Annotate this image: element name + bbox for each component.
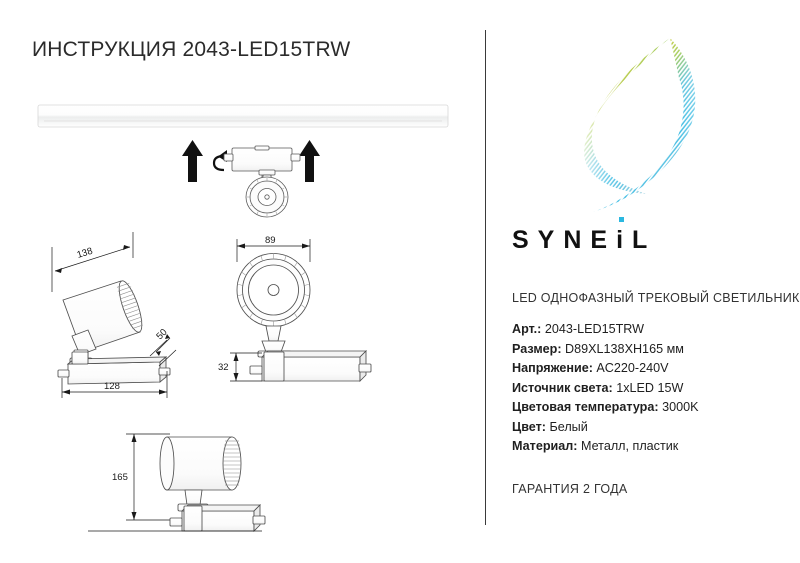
wordmark-part-1: SYNE (512, 226, 617, 254)
install-luminaire (223, 145, 301, 218)
install-arrow-up-right (299, 140, 320, 182)
track-rail (37, 104, 449, 128)
warranty-text: ГАРАНТИЯ 2 ГОДА (512, 482, 628, 496)
spec-row: Материал: Металл, пластик (512, 437, 792, 457)
spec-row: Цветовая температура: 3000K (512, 398, 792, 418)
brand-wordmark: SYNEiL (512, 217, 692, 255)
page-title: ИНСТРУКЦИЯ 2043-LED15TRW (32, 38, 351, 61)
column-divider (485, 30, 487, 525)
technical-drawings: 138 (37, 104, 449, 533)
install-arrow-up-left (182, 140, 203, 182)
view-side-horizontal: 165 (88, 433, 266, 533)
spec-row: Размер: D89XL138XH165 мм (512, 340, 792, 360)
spec-label: Источник света: (512, 380, 613, 395)
view-front: 89 (218, 235, 372, 383)
svg-text:128: 128 (104, 381, 120, 392)
install-head-ribs (247, 178, 287, 216)
svg-text:89: 89 (265, 235, 276, 246)
spec-value: 2043-LED15TRW (544, 322, 645, 336)
wordmark-dotted-i: i (616, 217, 633, 254)
spec-value: 3000K (662, 400, 699, 414)
spec-value: D89XL138XH165 мм (565, 341, 684, 356)
svg-text:32: 32 (218, 362, 229, 373)
spec-value: AC220-240V (596, 361, 669, 375)
spec-label: Цвет: (512, 419, 546, 434)
syneil-s-mark (575, 34, 725, 219)
view-side-tilted: 138 (51, 232, 177, 398)
svg-text:165: 165 (112, 472, 128, 483)
spec-row: Цвет: Белый (512, 418, 792, 438)
spec-label: Напряжение: (512, 361, 593, 375)
spec-value: Белый (549, 419, 588, 434)
wordmark-part-2: L (632, 226, 657, 254)
spec-label: Арт.: (512, 322, 542, 336)
spec-row: Арт.: 2043-LED15TRW (512, 320, 792, 340)
svg-text:138: 138 (76, 246, 94, 261)
spec-row: Напряжение: AC220-240V (512, 359, 792, 379)
spec-value: 1xLED 15W (616, 380, 684, 395)
spec-row: Источник света: 1xLED 15W (512, 379, 792, 399)
spec-label: Цветовая температура: (512, 400, 659, 414)
specification-list: Арт.: 2043-LED15TRW Размер: D89XL138XH16… (512, 320, 792, 457)
svg-text:50: 50 (154, 327, 169, 342)
spec-value: Металл, пластик (580, 439, 679, 453)
brand-block (510, 34, 790, 219)
product-type-line: LED ОДНОФАЗНЫЙ ТРЕКОВЫЙ СВЕТИЛЬНИК (512, 291, 800, 305)
spec-label: Размер: (512, 341, 562, 356)
spec-label: Материал: (512, 439, 578, 453)
